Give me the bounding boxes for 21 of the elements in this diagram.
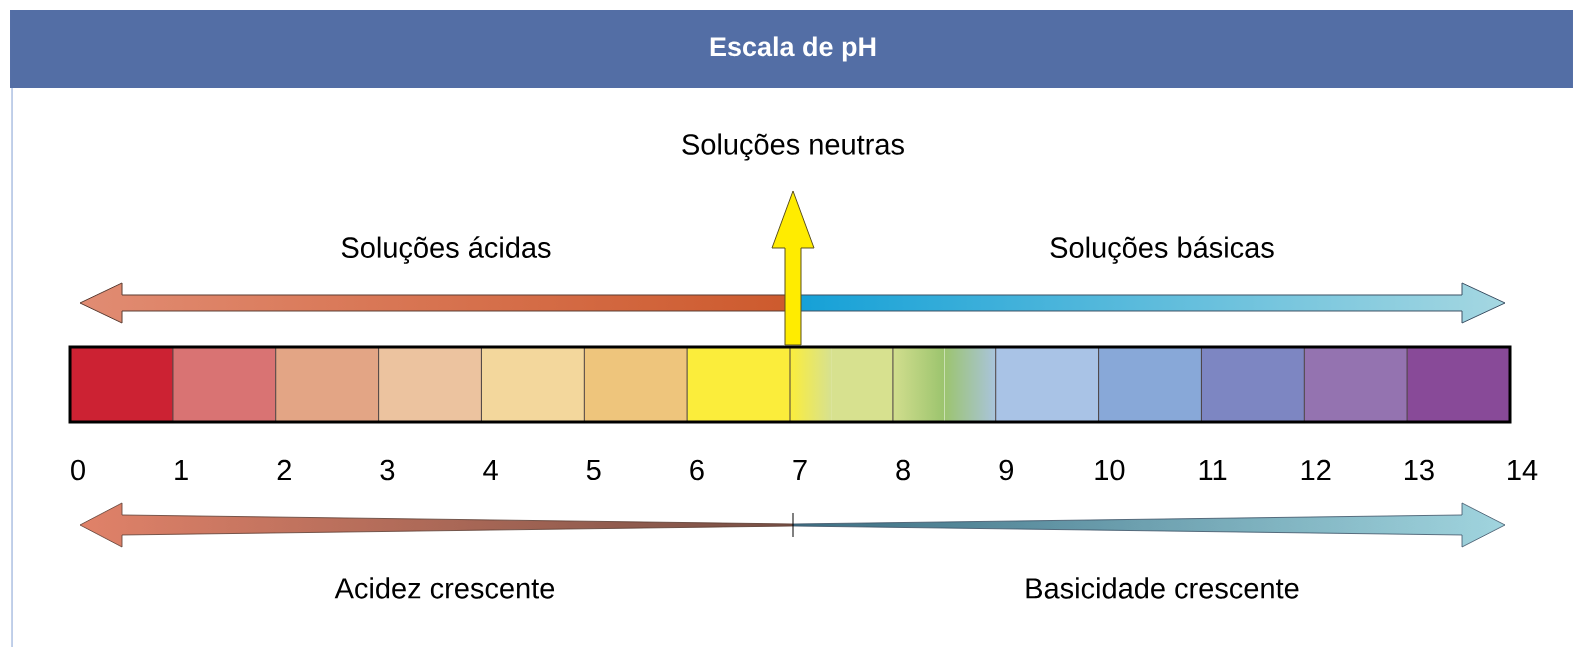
scale-label: Soluções neutras (682, 133, 904, 161)
tick-label: 10 (1095, 459, 1125, 481)
scale-label: Basicidade crescente (1026, 577, 1299, 599)
tick-label: 0 (71, 459, 85, 481)
title-band: Escala de pH (10, 10, 1573, 88)
tick-label: 14 (1508, 460, 1538, 480)
tick-label: 4 (483, 460, 498, 480)
tick-label: 1 (175, 460, 188, 480)
tick-label: 3 (380, 459, 395, 481)
scale-label: Acidez crescente (334, 577, 555, 599)
tick-label: 12 (1301, 459, 1331, 481)
tick-label: 7 (793, 460, 807, 480)
tick-label: 5 (586, 459, 601, 481)
scale-label: Soluções ácidas (341, 236, 551, 264)
tick-label: 13 (1405, 459, 1434, 481)
tick-label: 9 (999, 459, 1013, 481)
tick-label: 11 (1199, 460, 1227, 480)
tick-label: 8 (896, 459, 910, 481)
tick-label: 2 (277, 459, 291, 481)
tick-label: 6 (690, 459, 704, 481)
scale-label: Soluções básicas (1050, 236, 1274, 264)
